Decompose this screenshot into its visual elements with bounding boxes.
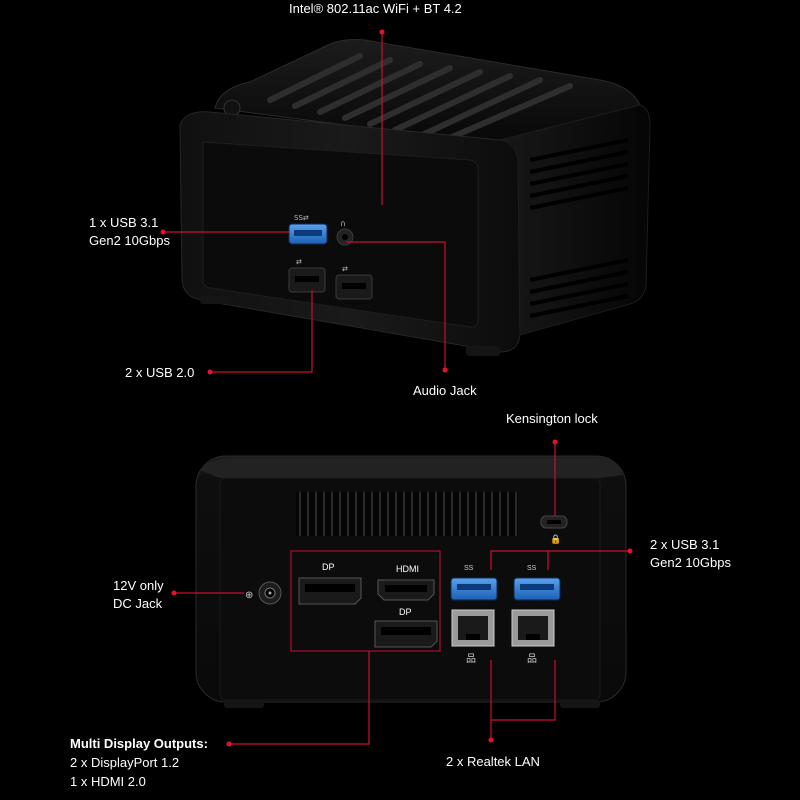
lock-icon: 🔒 [550, 534, 561, 545]
front-usb31-label-line2: Gen2 10Gbps [89, 233, 170, 248]
kensington-label: Kensington lock [506, 411, 598, 426]
dc-jack-label-line1: 12V only [113, 578, 164, 593]
front-usb31-label-line1: 1 x USB 3.1 [89, 215, 159, 230]
hdmi-label: HDMI [396, 564, 419, 574]
lan-label: 2 x Realtek LAN [446, 754, 540, 769]
lan-port-2 [511, 609, 555, 647]
front-usb20-label: 2 x USB 2.0 [125, 365, 195, 380]
svg-text:⇄: ⇄ [342, 265, 348, 273]
display-outputs-label: Multi Display Outputs: 2 x DisplayPort 1… [70, 734, 208, 791]
usb-ss-right-icon: SS [527, 565, 537, 572]
dp-top-label: DP [322, 562, 335, 572]
headphone-icon: ∩ [340, 219, 346, 228]
rear-device: 🔒 ⊕ 品 品 [195, 455, 627, 708]
rear-usb31-label-line1: 2 x USB 3.1 [650, 537, 720, 552]
svg-text:⇄: ⇄ [296, 258, 302, 266]
usb-ss-left-icon: SS [464, 565, 474, 572]
display-outputs-line2: 1 x HDMI 2.0 [70, 774, 146, 789]
network-icon: 品 [466, 653, 476, 665]
front-device: SS⇄ ∩ ⇄ ⇄ [179, 39, 651, 356]
audio-jack-label: Audio Jack [413, 383, 477, 398]
display-outputs-title: Multi Display Outputs: [70, 736, 208, 751]
front-callout-lines [160, 29, 448, 375]
lan-port-1 [451, 609, 495, 647]
dp-bottom-label: DP [399, 607, 412, 617]
dc-power-icon: ⊕ [245, 590, 253, 601]
rear-usb31-label-line2: Gen2 10Gbps [650, 555, 731, 570]
dc-jack-label-line2: DC Jack [113, 596, 163, 611]
display-outputs-box [290, 550, 441, 652]
display-outputs-line1: 2 x DisplayPort 1.2 [70, 755, 180, 770]
wifi-label: Intel® 802.11ac WiFi + BT 4.2 [289, 1, 462, 16]
network-icon: 品 [527, 653, 537, 665]
rear-callout-lines [171, 439, 633, 747]
usb-icon: SS⇄ [294, 214, 309, 222]
